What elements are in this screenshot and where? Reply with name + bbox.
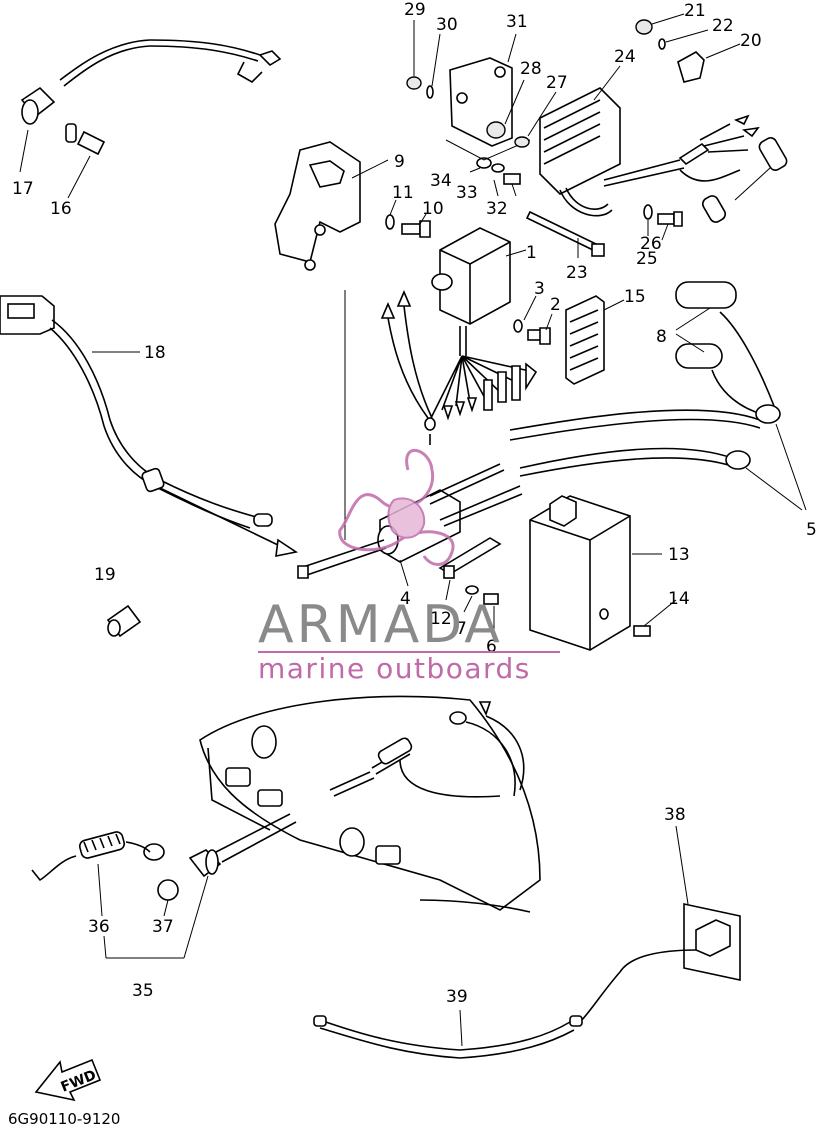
callout-20: 20 [740,31,762,51]
part-19-grommet [106,604,142,638]
callout-34: 34 [430,171,452,191]
callout-14: 14 [668,589,690,609]
callout-23: 23 [566,263,588,283]
callout-26: 26 [640,234,662,254]
callout-11: 11 [392,183,414,203]
callout-27: 27 [546,73,568,93]
part-38-connector-plate [675,825,741,981]
part-13-electrical-cover [529,495,677,651]
part-17-plug-cap-lead [19,39,282,173]
part-23-cable-tie [525,210,605,258]
part-24-rectifier-regulator [514,65,788,223]
part-9-bracket [274,141,389,271]
part-10-11-bolt-washer [385,199,431,238]
callout-25: 25 [636,249,658,269]
cowling-leads [329,701,525,798]
callout-33: 33 [456,183,478,203]
callout-37: 37 [152,917,174,937]
callout-17: 17 [12,179,34,199]
callout-39: 39 [446,987,468,1007]
watermark-brand: ARMADA [258,595,503,655]
callout-8: 8 [656,327,667,347]
callout-22: 22 [712,16,734,36]
callout-labels: 29 30 31 21 22 20 28 27 24 9 34 33 32 11… [12,0,817,1007]
part-39-lead-wire [313,949,697,1059]
callout-18: 18 [144,343,166,363]
callout-30: 30 [436,15,458,35]
callout-7: 7 [456,619,467,639]
part-8-plug-caps [675,281,775,417]
callout-21: 21 [684,1,706,21]
callout-32: 32 [486,199,508,219]
part-12-coil-bracket [438,537,502,632]
callout-5: 5 [806,520,817,540]
callout-35: 35 [132,981,154,1001]
part-20-22-clamp [635,13,741,83]
part-5-ht-leads [509,404,807,511]
callout-1: 1 [526,243,537,263]
part-15-terminal-block [565,295,625,385]
armada-watermark-logo [338,449,455,566]
callout-31: 31 [506,12,528,32]
callout-9: 9 [394,152,405,172]
callout-19: 19 [94,565,116,585]
part-35-stop-switch-assy [31,813,297,959]
callout-15: 15 [624,287,646,307]
part-18-main-harness [0,295,299,558]
part-25-26-bolt-washer [643,204,683,241]
callout-36: 36 [88,917,110,937]
callout-12: 12 [430,609,452,629]
callout-6: 6 [486,637,497,657]
fwd-direction-arrow [34,1058,102,1102]
callout-29: 29 [404,0,426,20]
callout-10: 10 [422,199,444,219]
callout-13: 13 [668,545,690,565]
drawing-code: 6G90110-9120 [8,1110,120,1127]
callout-3: 3 [534,279,545,299]
callout-38: 38 [664,805,686,825]
part-1-cdi-unit [380,227,538,445]
callout-24: 24 [614,47,636,67]
part-2-3-bolt-washer [513,295,553,345]
callout-28: 28 [520,59,542,79]
part-16-sensor [65,123,106,199]
lower-cowling [199,695,541,913]
watermark-tagline: marine outboards [258,652,531,685]
part-31-regulator-bracket [406,20,531,197]
callout-16: 16 [50,199,72,219]
callout-4: 4 [400,589,411,609]
callout-2: 2 [550,295,561,315]
